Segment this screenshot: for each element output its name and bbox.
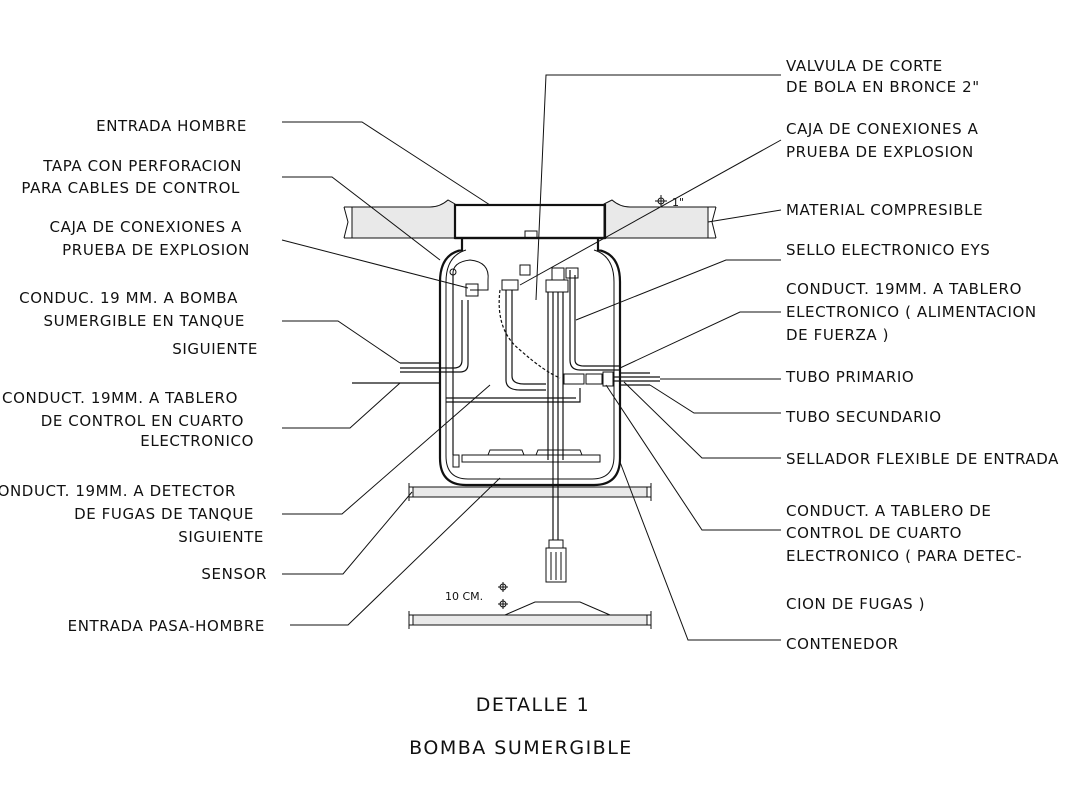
label-entrada-pasa: ENTRADA PASA-HOMBRE xyxy=(68,617,265,635)
label-material: MATERIAL COMPRESIBLE xyxy=(786,201,983,219)
label-contenedor: CONTENEDOR xyxy=(786,635,899,653)
label-valvula-line2: DE BOLA EN BRONCE 2" xyxy=(786,78,980,96)
label-tubo-secundario: TUBO SECUNDARIO xyxy=(785,408,942,426)
tank-top-slab xyxy=(408,483,652,501)
label-conduct-fugas-line1: CONDUCT. A TABLERO DE xyxy=(786,502,991,520)
label-caja-der-line2: PRUEBA DE EXPLOSION xyxy=(786,143,974,161)
title-line2: BOMBA SUMERGIBLE xyxy=(409,737,633,759)
dimension-marks xyxy=(498,195,667,609)
surface-slab xyxy=(343,199,717,239)
label-tapa-line2: PARA CABLES DE CONTROL xyxy=(21,179,240,197)
internal-piping xyxy=(352,259,660,583)
label-sellador: SELLADOR FLEXIBLE DE ENTRADA xyxy=(786,450,1059,468)
label-conduct-fuerza-line2: ELECTRONICO ( ALIMENTACION xyxy=(786,303,1037,321)
label-conduct-fuerza-line3: DE FUERZA ) xyxy=(786,326,889,344)
label-caja-der-line1: CAJA DE CONEXIONES A xyxy=(786,120,979,138)
label-caja-izq-line1: CAJA DE CONEXIONES A xyxy=(50,218,243,236)
container-body xyxy=(438,248,622,487)
label-conduc-bomba-line2: SUMERGIBLE EN TANQUE xyxy=(44,312,246,330)
label-conduct-detector-line2: DE FUGAS DE TANQUE xyxy=(74,505,254,523)
left-labels: ENTRADA HOMBRE TAPA CON PERFORACION PARA… xyxy=(0,117,267,635)
label-conduct-control-line2: DE CONTROL EN CUARTO xyxy=(41,412,244,430)
label-conduct-fuerza-line1: CONDUCT. 19MM. A TABLERO xyxy=(786,280,1022,298)
manhole-frame xyxy=(453,203,607,248)
label-tubo-primario: TUBO PRIMARIO xyxy=(785,368,914,386)
label-conduct-detector-line1: CONDUCT. 19MM. A DETECTOR xyxy=(0,482,236,500)
label-sello: SELLO ELECTRONICO EYS xyxy=(786,241,990,259)
label-conduc-bomba-line1: CONDUC. 19 MM. A BOMBA xyxy=(19,289,238,307)
tank-bottom-slab xyxy=(408,601,652,629)
label-sensor: SENSOR xyxy=(201,565,267,583)
label-valvula-line1: VALVULA DE CORTE xyxy=(786,57,943,75)
label-entrada-hombre: ENTRADA HOMBRE xyxy=(96,117,247,135)
dimension-10cm: 10 CM. xyxy=(445,590,483,603)
label-conduct-control-line3: ELECTRONICO xyxy=(140,432,254,450)
title-line1: DETALLE 1 xyxy=(476,694,591,716)
leader-lines xyxy=(281,74,782,641)
label-conduct-control-line1: CONDUCT. 19MM. A TABLERO xyxy=(2,389,238,407)
label-conduc-bomba-line3: SIGUIENTE xyxy=(172,340,258,358)
label-conduct-fugas-line3: ELECTRONICO ( PARA DETEC- xyxy=(786,547,1022,565)
label-conduct-fugas-line2: CONTROL DE CUARTO xyxy=(786,524,962,542)
right-labels: VALVULA DE CORTE DE BOLA EN BRONCE 2" CA… xyxy=(785,57,1059,653)
label-caja-izq-line2: PRUEBA DE EXPLOSION xyxy=(62,241,250,259)
label-conduct-fugas-line4: CION DE FUGAS ) xyxy=(786,595,925,613)
label-conduct-detector-line3: SIGUIENTE xyxy=(178,528,264,546)
dimension-1in: 1" xyxy=(672,196,684,209)
label-tapa-line1: TAPA CON PERFORACION xyxy=(42,157,242,175)
